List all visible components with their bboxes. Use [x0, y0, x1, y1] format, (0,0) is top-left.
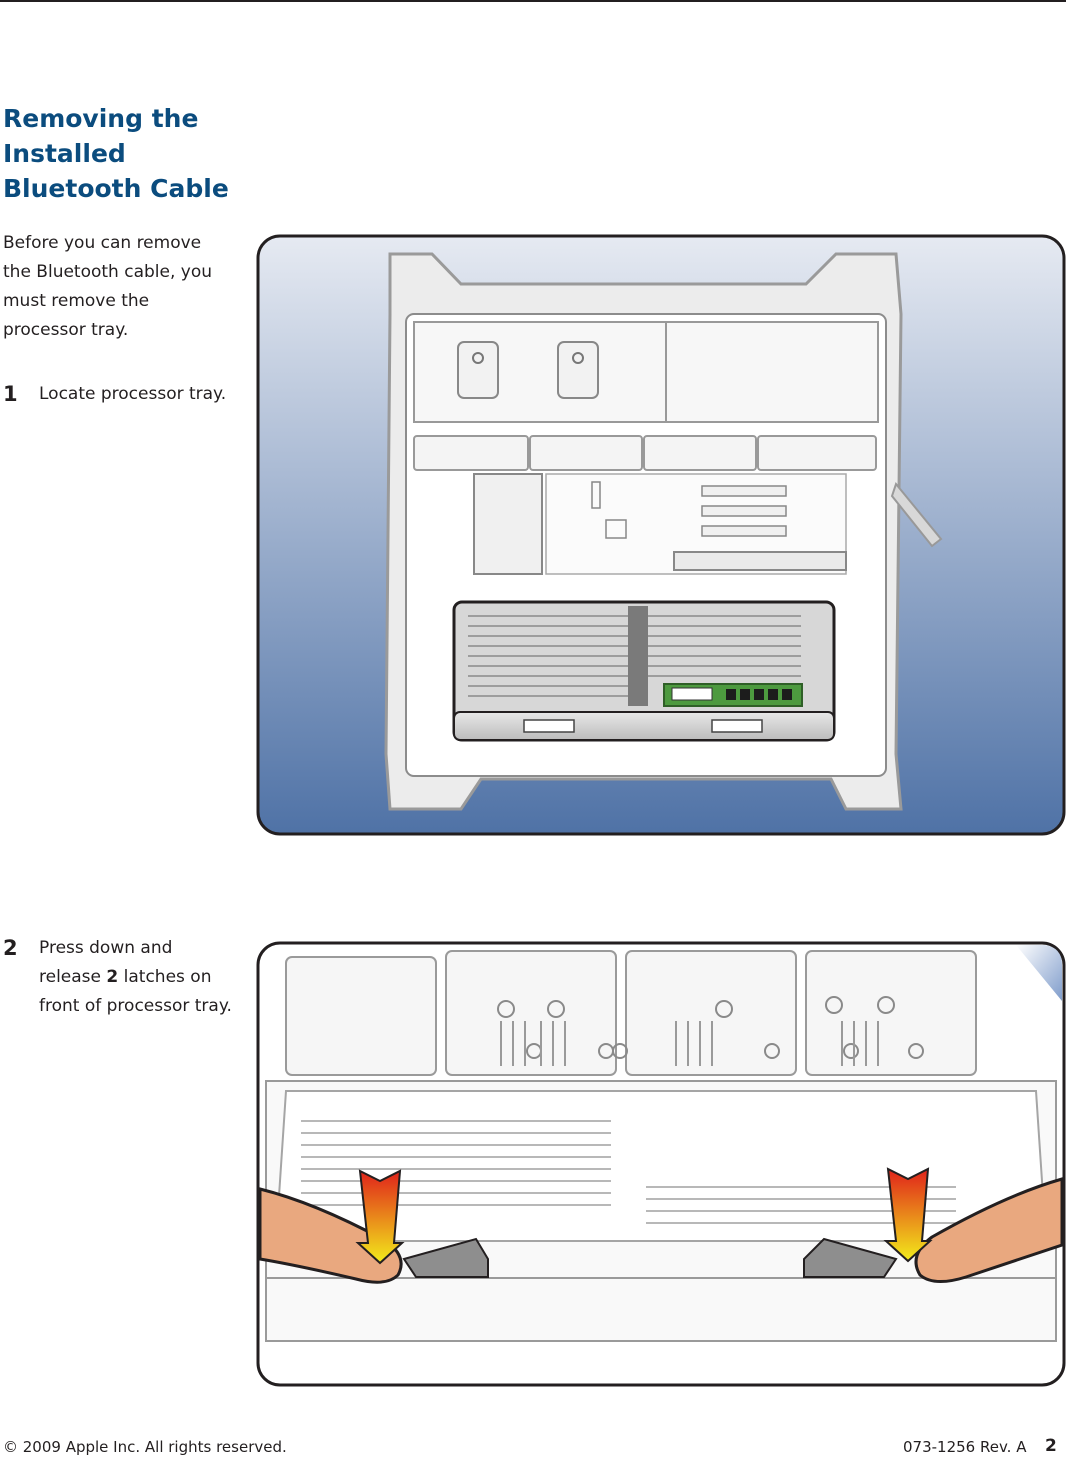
figure-press-latches [256, 941, 1066, 1387]
step-1-text: Locate processor tray. [39, 384, 227, 404]
page-title: Removing the Installed Bluetooth Cable [3, 104, 229, 203]
step-1-number: 1 [3, 382, 18, 406]
mac-pro-side-illustration [256, 234, 1066, 836]
top-rule [0, 0, 1066, 2]
footer-page-number: 2 [1045, 1436, 1057, 1456]
arrow-down-icon [883, 1167, 933, 1263]
step-2-text-after: latches on front of processor tray. [39, 967, 232, 1016]
latch-release-illustration [256, 941, 1066, 1387]
intro-text: Before you can remove the Bluetooth cabl… [3, 233, 213, 340]
step-2-text-before: Press down and release [39, 938, 173, 987]
figure-locate-processor-tray [256, 234, 1066, 836]
step-2-text: Press down and release 2 latches on fron… [39, 934, 239, 1021]
step-2-number: 2 [3, 936, 18, 960]
footer-doc-number: 073-1256 Rev. A [903, 1438, 1027, 1456]
arrow-down-icon [355, 1169, 405, 1265]
step-2-text-bold: 2 [106, 967, 119, 987]
footer-copyright: © 2009 Apple Inc. All rights reserved. [3, 1438, 287, 1456]
